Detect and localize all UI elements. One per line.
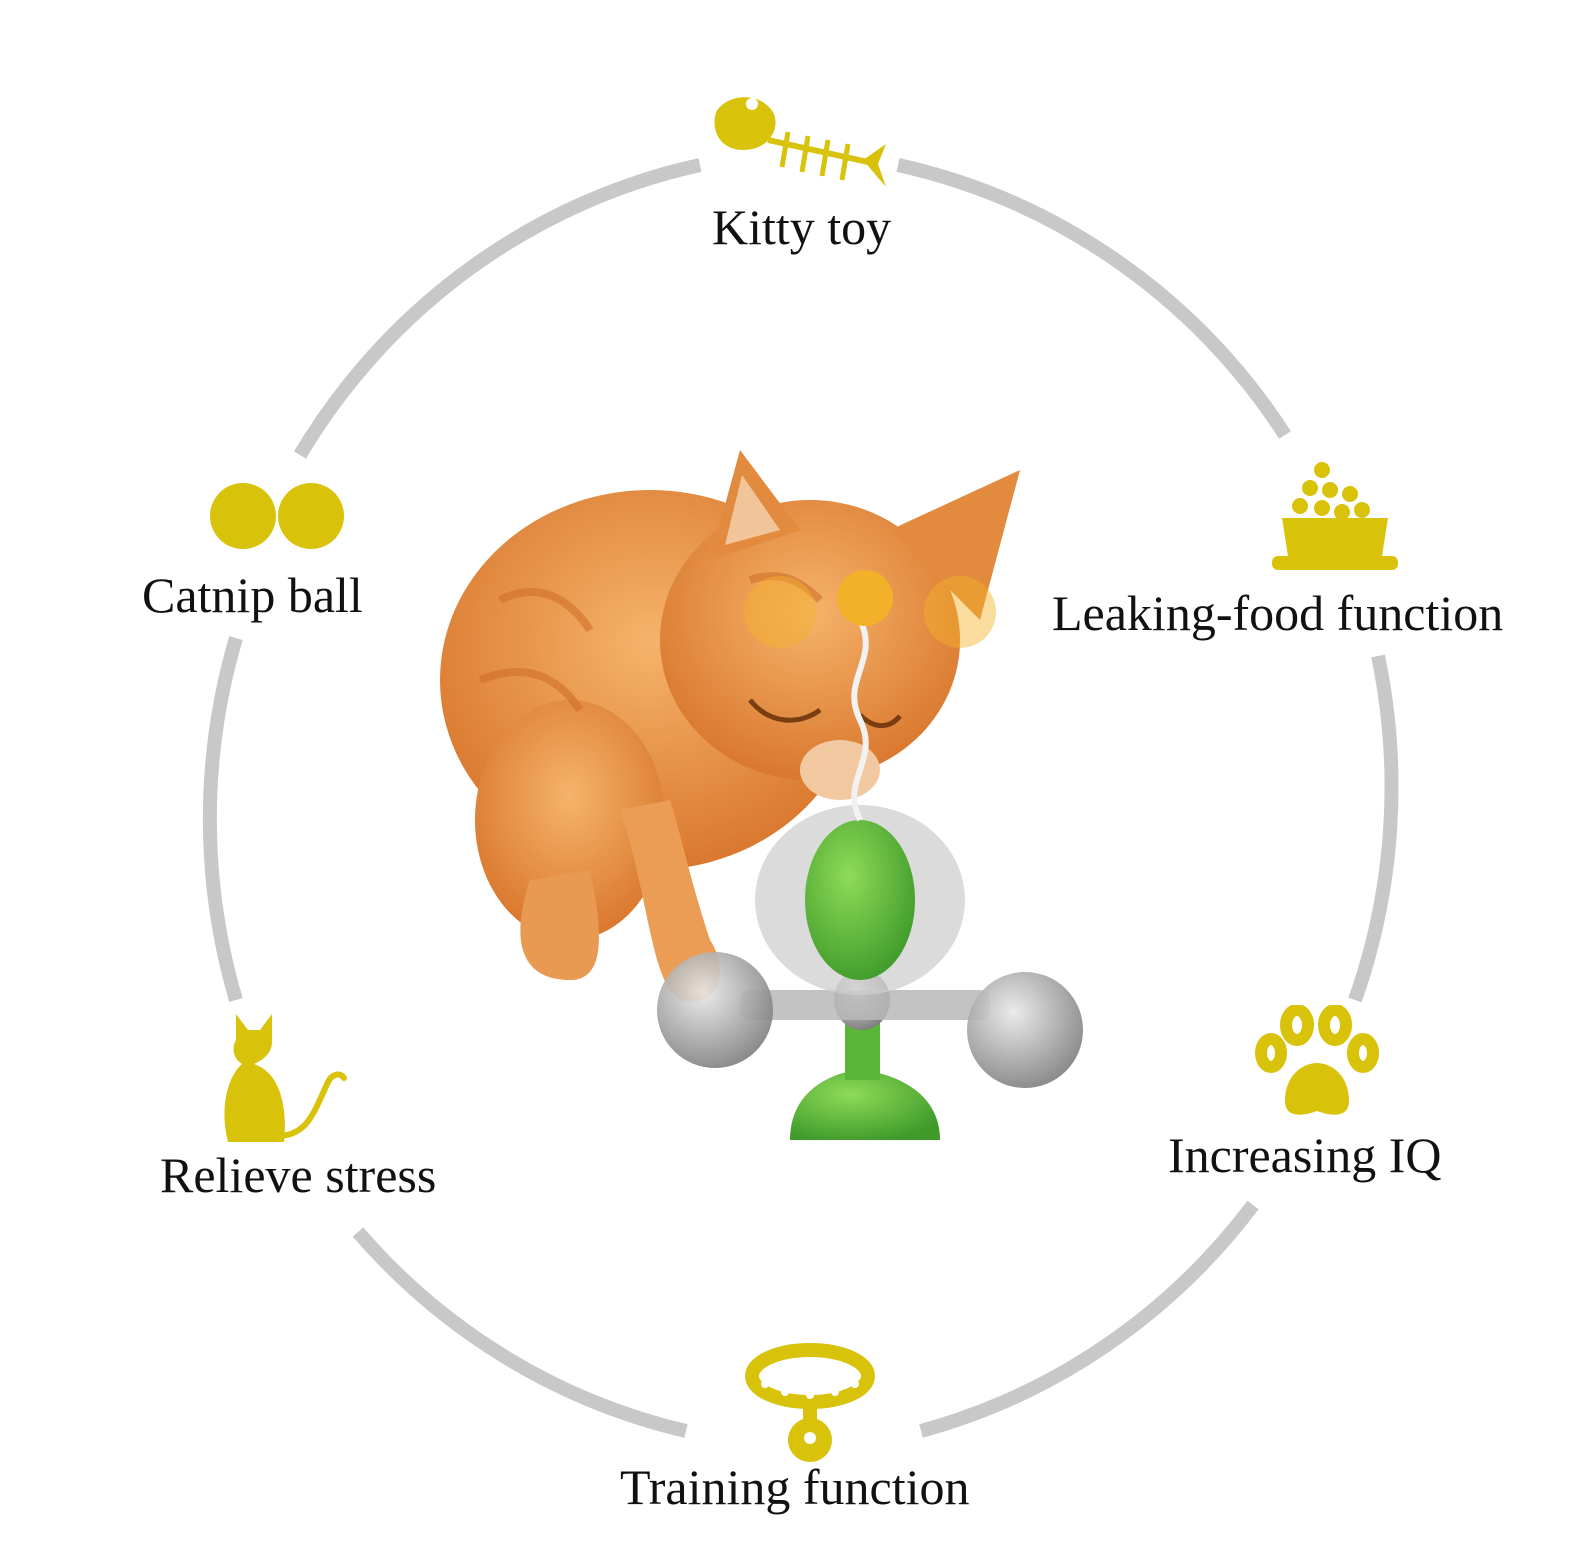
ring-arc-top-left (293, 158, 702, 459)
ring-arc-bottom-right (919, 1200, 1259, 1438)
feature-label-kitty-toy: Kitty toy (712, 199, 892, 255)
collar-bell-icon (745, 1343, 875, 1462)
feature-label-relieve-stress: Relieve stress (160, 1147, 437, 1203)
feature-label-catnip-ball: Catnip ball (142, 567, 363, 623)
kitten (440, 450, 1020, 1002)
feature-label-training-function: Training function (620, 1459, 970, 1515)
twin-balls-icon (210, 483, 344, 549)
ring-arc-right (1348, 654, 1399, 1003)
ring-arc-top-right (896, 158, 1291, 439)
ring-arc-bottom-left (352, 1227, 688, 1438)
sitting-cat-icon (224, 1014, 347, 1142)
fish-bone-icon (714, 97, 886, 187)
paw-print-icon (1255, 1005, 1379, 1115)
food-bowl-icon (1272, 462, 1398, 570)
feature-label-leaking-food: Leaking-food function (1052, 585, 1504, 641)
feature-label-increasing-iq: Increasing IQ (1168, 1127, 1442, 1183)
kitten-photo (440, 450, 1083, 1140)
spinning-toy (657, 570, 1083, 1140)
ring-arc-left (202, 636, 243, 1002)
